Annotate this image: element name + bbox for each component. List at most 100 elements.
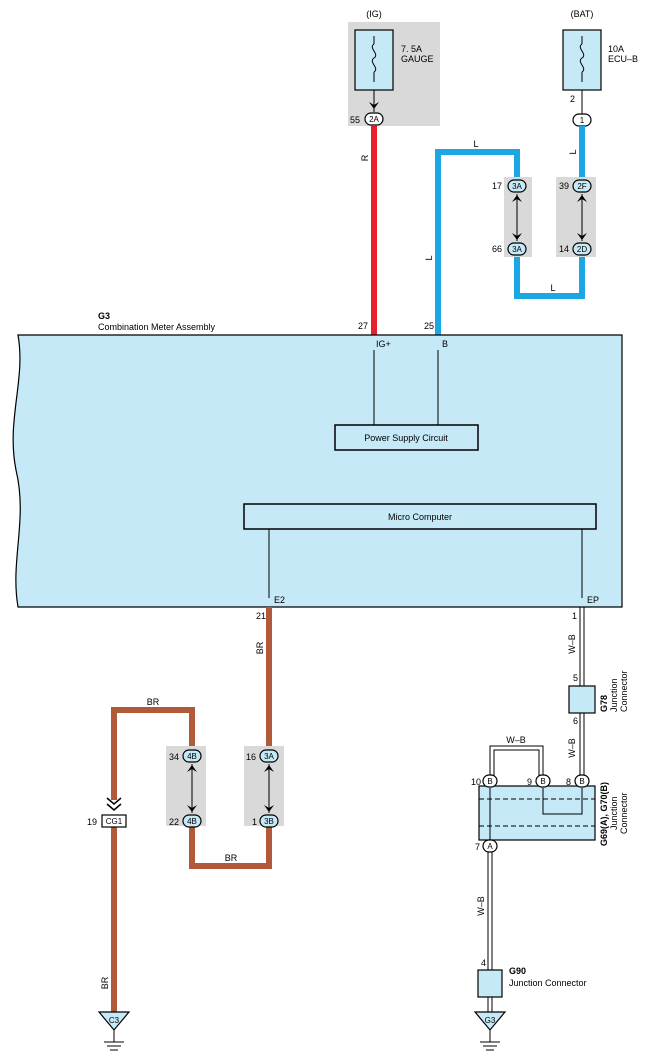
cg1-id: CG1 xyxy=(106,817,123,826)
g90-pin: 4 xyxy=(481,958,486,968)
meter-label-e2: E2 xyxy=(274,595,285,605)
wire-wb-ep xyxy=(579,607,585,776)
pin-number: 14 xyxy=(559,244,569,254)
g78-code: G78 xyxy=(599,695,609,712)
wire-blue-label-left: L xyxy=(424,255,434,260)
arrow-up-icon xyxy=(577,195,587,202)
relay-connector-3a-3b: 3A 3B 16 1 xyxy=(244,746,284,828)
g78-line1: Junction xyxy=(609,678,619,712)
connector-id: 2D xyxy=(577,245,587,254)
arrow-down-icon xyxy=(369,102,379,109)
fuse-ecu-b-connector-id: 1 xyxy=(580,116,585,125)
wire-brown-label: BR xyxy=(255,641,265,654)
pin-number: 17 xyxy=(492,181,502,191)
g78-pin: 6 xyxy=(573,716,578,726)
wire-blue-label-bat: L xyxy=(568,149,578,154)
meter-label-b: B xyxy=(442,339,448,349)
arrow-down-icon xyxy=(577,233,587,240)
pin-number: 1 xyxy=(252,817,257,827)
meter-label-ig: IG+ xyxy=(376,339,391,349)
junction-g69-g70: W–B B B B A 10 9 8 7 G69(A), G70(B) Junc… xyxy=(471,735,629,853)
wire-brown-cg1 xyxy=(111,707,195,800)
meter-body xyxy=(12,334,623,608)
wire-red-label: R xyxy=(360,154,370,161)
fuse-gauge: (IG) 7. 5A GAUGE 55 2A xyxy=(348,9,440,126)
ground-c3-label: C3 xyxy=(109,1016,120,1025)
power-supply-label: Power Supply Circuit xyxy=(364,433,448,443)
ground-c3: C3 xyxy=(97,1011,131,1051)
meter-pin-b: 25 xyxy=(424,321,434,331)
g69-pin-id: A xyxy=(487,842,493,851)
g69-line2: Connector xyxy=(619,792,629,834)
g69-code: G69(A), G70(B) xyxy=(599,782,609,846)
g69-pin-id: B xyxy=(487,777,492,786)
meter-pin-ig: 27 xyxy=(358,321,368,331)
relay-connector-2f-2d: 2F 2D 39 14 xyxy=(556,177,596,257)
junction-g78: 5 6 G78 Junction Connector xyxy=(568,670,629,726)
fuse-gauge-connector-id: 2A xyxy=(369,115,379,124)
arrow-up-icon xyxy=(512,195,522,202)
g69-pin-id: B xyxy=(579,777,584,786)
g69-pin-id: B xyxy=(540,777,545,786)
fuse-gauge-rating: 7. 5A xyxy=(401,44,422,54)
meter-code: G3 xyxy=(98,311,110,321)
pin-number: 16 xyxy=(246,752,256,762)
fuse-ecu-b-name: ECU–B xyxy=(608,54,638,64)
micro-computer xyxy=(243,503,597,530)
wire-wb-label: W–B xyxy=(476,896,486,916)
wire-blue-label-top: L xyxy=(473,139,478,149)
wire-brown-loop xyxy=(189,826,272,869)
g90-code: G90 xyxy=(509,966,526,976)
arrow-up-icon xyxy=(187,765,197,772)
power-supply-circuit xyxy=(334,424,479,451)
ground-icon xyxy=(480,1030,500,1051)
wire-wb-g90 xyxy=(487,852,493,1012)
g69-pin-num: 9 xyxy=(527,777,532,787)
fuse-icon xyxy=(371,36,377,82)
chevron-down-icon xyxy=(106,797,122,811)
wire-wb-label: W–B xyxy=(506,735,526,745)
meter-name: Combination Meter Assembly xyxy=(98,322,216,332)
cg1-pin: 19 xyxy=(87,817,97,827)
meter-label-ep: EP xyxy=(587,595,599,605)
fuse-ecu-b-source: (BAT) xyxy=(571,9,594,19)
connector-id: 4B xyxy=(187,752,197,761)
g69-pin-num: 8 xyxy=(566,777,571,787)
pin-number: 34 xyxy=(169,752,179,762)
fuse-gauge-connector xyxy=(364,112,384,126)
wire-brown-label: BR xyxy=(100,976,110,989)
arrow-down-icon xyxy=(264,805,274,812)
arrow-down-icon xyxy=(512,233,522,240)
arrow-down-icon xyxy=(187,805,197,812)
pin-number: 66 xyxy=(492,244,502,254)
connector-id: 3B xyxy=(264,817,274,826)
fuse-gauge-pin: 55 xyxy=(350,115,360,125)
fuse-icon xyxy=(579,36,585,82)
connector-cg1: CG1 19 xyxy=(87,797,127,828)
wire-blue-main xyxy=(435,149,520,335)
fuse-ecu-b-rating: 10A xyxy=(608,44,624,54)
wire-wb-label: W–B xyxy=(567,634,577,654)
g69-pin-num: 7 xyxy=(475,842,480,852)
wire-brown-label: BR xyxy=(147,697,160,707)
connector-id: 4B xyxy=(187,817,197,826)
connector-id: 3A xyxy=(512,182,522,191)
meter-pin-ep: 1 xyxy=(572,611,577,621)
fuse-gauge-source: (IG) xyxy=(366,9,382,19)
g69-pin-num: 10 xyxy=(471,777,481,787)
g90-name: Junction Connector xyxy=(509,978,587,988)
wire-wb-label: W–B xyxy=(567,738,577,758)
fuse-ecu-b-pin: 2 xyxy=(570,94,575,104)
fuse-gauge-name: GAUGE xyxy=(401,54,434,64)
g78-pin: 5 xyxy=(573,673,578,683)
g69-line1: Junction xyxy=(609,796,619,830)
pin-number: 39 xyxy=(559,181,569,191)
g78-line2: Connector xyxy=(619,670,629,712)
ground-g3-label: G3 xyxy=(485,1016,496,1025)
micro-computer-label: Micro Computer xyxy=(388,512,452,522)
junction-g90: 4 G90 Junction Connector xyxy=(477,958,587,998)
fuse-ecu-b: (BAT) 10A ECU–B 2 1 xyxy=(562,9,638,127)
connector-id: 3A xyxy=(264,752,274,761)
connector-id: 2F xyxy=(577,182,586,191)
